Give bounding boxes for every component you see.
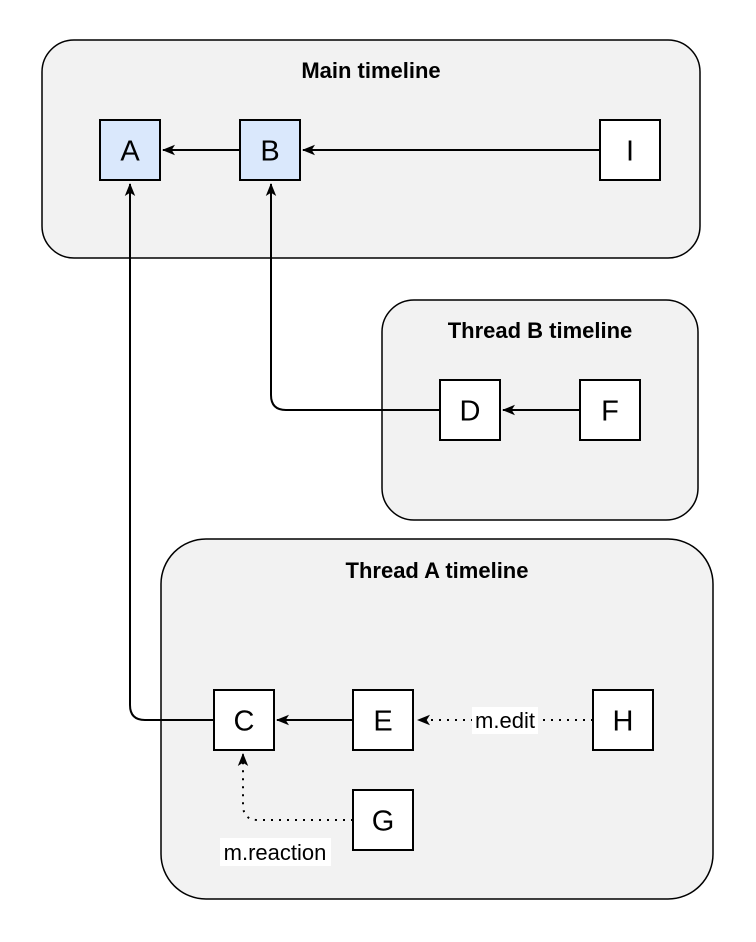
node-a-label: A [120, 136, 140, 168]
node-a: A [99, 119, 161, 181]
node-g-label: G [372, 806, 395, 838]
node-i-label: I [626, 136, 634, 168]
node-a-box [99, 119, 161, 181]
node-c: C [213, 689, 275, 751]
edge-label-m-reaction-bg [220, 838, 331, 866]
edge-label-m-edit: m.edit [472, 707, 538, 734]
node-b-box [239, 119, 301, 181]
node-g-box [352, 789, 414, 851]
node-h: H [592, 689, 654, 751]
node-d-label: D [460, 396, 481, 428]
node-g: G [352, 789, 414, 851]
node-f-box [579, 379, 641, 441]
node-d-box [439, 379, 501, 441]
edge-label-m-edit-text: m.edit [475, 708, 535, 733]
node-f: F [579, 379, 641, 441]
edge-label-m-edit-bg [472, 707, 538, 734]
node-h-label: H [613, 706, 634, 738]
edge-label-m-reaction: m.reaction [220, 838, 331, 866]
node-c-box [213, 689, 275, 751]
node-e: E [352, 689, 414, 751]
edge-label-m-reaction-text: m.reaction [224, 840, 327, 865]
container-thread-b-timeline-title: Thread B timeline [448, 318, 633, 343]
node-e-label: E [373, 706, 392, 738]
node-e-box [352, 689, 414, 751]
node-c-label: C [234, 706, 255, 738]
node-i-box [599, 119, 661, 181]
node-b: B [239, 119, 301, 181]
node-h-box [592, 689, 654, 751]
node-f-label: F [601, 396, 619, 428]
edge-c-to-a [124, 183, 214, 721]
container-thread-a-timeline-title: Thread A timeline [346, 558, 529, 583]
node-b-label: B [260, 136, 279, 168]
node-d: D [439, 379, 501, 441]
container-main-timeline-title: Main timeline [301, 58, 440, 83]
edge-d-to-b [265, 183, 440, 411]
node-i: I [599, 119, 661, 181]
